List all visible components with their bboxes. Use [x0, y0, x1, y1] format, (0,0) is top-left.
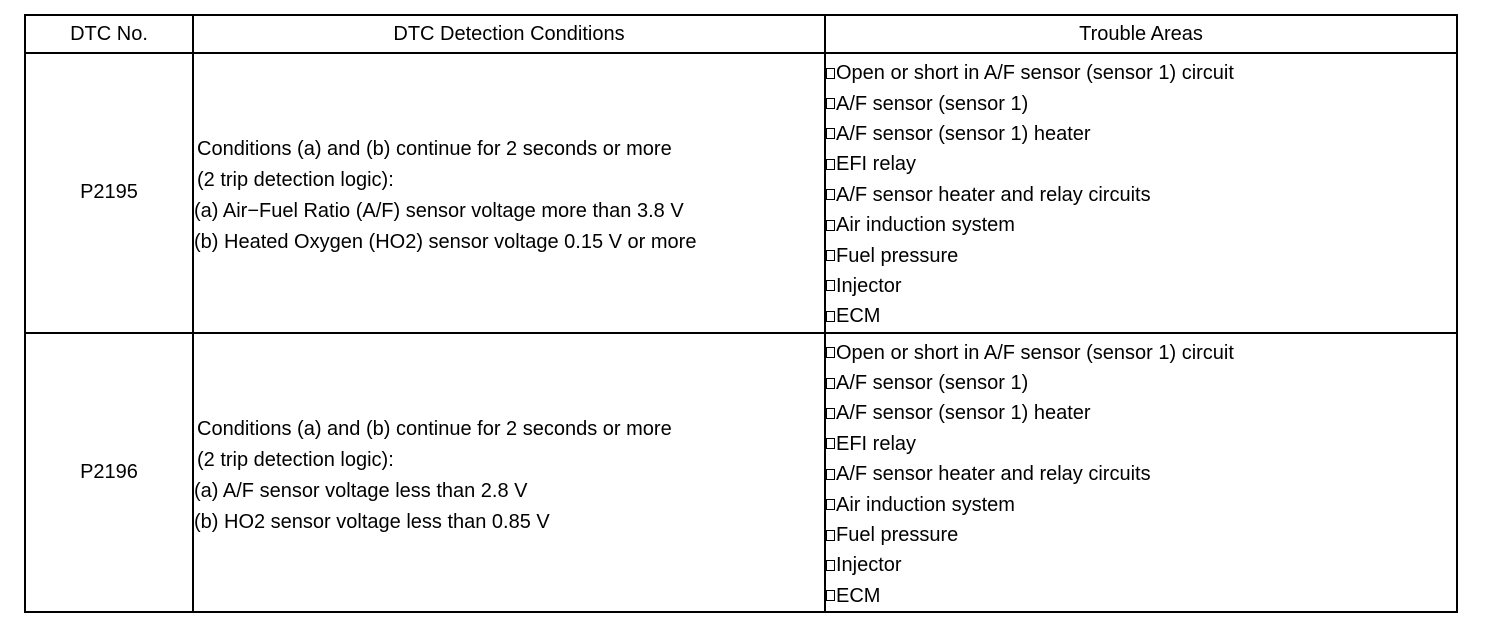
detection-conditions: Conditions (a) and (b) continue for 2 se…: [192, 331, 826, 614]
trouble-area-label: EFI relay: [836, 153, 917, 176]
list-item: A/F sensor (sensor 1): [826, 88, 1456, 118]
list-item: Injector: [826, 550, 1456, 580]
trouble-areas: Open or short in A/F sensor (sensor 1) c…: [824, 52, 1458, 334]
trouble-area-label: EFI relay: [836, 432, 917, 455]
table-row: P2196 Conditions (a) and (b) continue fo…: [24, 331, 1458, 614]
list-item: ECM: [826, 301, 1456, 331]
list-item: Fuel pressure: [826, 240, 1456, 270]
list-item: A/F sensor heater and relay circuits: [826, 459, 1456, 489]
header-dtc-no: DTC No.: [24, 14, 194, 54]
detection-conditions: Conditions (a) and (b) continue for 2 se…: [192, 52, 826, 334]
table-header-row: DTC No. DTC Detection Conditions Trouble…: [24, 14, 1458, 54]
checkbox-square-icon: [826, 499, 835, 511]
trouble-area-label: A/F sensor (sensor 1) heater: [836, 402, 1091, 425]
condition-line: (a) A/F sensor voltage less than 2.8 V: [194, 479, 528, 502]
checkbox-square-icon: [826, 347, 835, 359]
list-item: ECM: [826, 581, 1456, 611]
trouble-area-label: ECM: [836, 584, 881, 607]
checkbox-square-icon: [826, 438, 835, 450]
trouble-area-label: A/F sensor (sensor 1): [836, 92, 1029, 115]
checkbox-square-icon: [826, 250, 835, 262]
condition-line: (2 trip detection logic):: [197, 169, 394, 191]
condition-line: (a) Air−Fuel Ratio (A/F) sensor voltage …: [194, 200, 684, 222]
dtc-table: DTC No. DTC Detection Conditions Trouble…: [24, 14, 1458, 614]
checkbox-square-icon: [826, 529, 835, 541]
list-item: Open or short in A/F sensor (sensor 1) c…: [826, 58, 1456, 88]
checkbox-square-icon: [826, 128, 835, 140]
trouble-area-label: Injector: [836, 554, 902, 577]
header-trouble-areas: Trouble Areas: [824, 14, 1458, 54]
condition-line: (b) Heated Oxygen (HO2) sensor voltage 0…: [194, 231, 697, 253]
condition-line: Conditions (a) and (b) continue for 2 se…: [197, 138, 672, 160]
checkbox-square-icon: [826, 219, 835, 231]
checkbox-square-icon: [826, 158, 835, 170]
checkbox-square-icon: [826, 189, 835, 201]
trouble-area-label: Air induction system: [836, 493, 1015, 516]
condition-line: Conditions (a) and (b) continue for 2 se…: [197, 417, 672, 440]
checkbox-square-icon: [826, 377, 835, 389]
list-item: Injector: [826, 271, 1456, 301]
checkbox-square-icon: [826, 280, 835, 292]
trouble-area-label: Fuel pressure: [836, 524, 959, 547]
list-item: Air induction system: [826, 210, 1456, 240]
list-item: Open or short in A/F sensor (sensor 1) c…: [826, 338, 1456, 368]
dtc-code: P2196: [24, 331, 194, 614]
trouble-area-label: Open or short in A/F sensor (sensor 1) c…: [836, 341, 1234, 364]
list-item: Fuel pressure: [826, 520, 1456, 550]
trouble-area-label: Fuel pressure: [836, 244, 959, 267]
list-item: A/F sensor (sensor 1) heater: [826, 398, 1456, 428]
checkbox-square-icon: [826, 407, 835, 419]
trouble-area-label: A/F sensor (sensor 1): [836, 372, 1029, 395]
header-detection-conditions: DTC Detection Conditions: [192, 14, 826, 54]
checkbox-square-icon: [826, 468, 835, 480]
checkbox-square-icon: [826, 559, 835, 571]
trouble-areas: Open or short in A/F sensor (sensor 1) c…: [824, 331, 1458, 614]
trouble-area-label: A/F sensor (sensor 1) heater: [836, 122, 1091, 145]
dtc-code: P2195: [24, 52, 194, 334]
trouble-area-label: Injector: [836, 274, 902, 297]
trouble-area-label: Open or short in A/F sensor (sensor 1) c…: [836, 62, 1234, 85]
condition-line: (b) HO2 sensor voltage less than 0.85 V: [194, 510, 550, 533]
list-item: Air induction system: [826, 489, 1456, 519]
condition-line: (2 trip detection logic):: [197, 448, 394, 471]
trouble-area-label: Air induction system: [836, 214, 1015, 237]
list-item: EFI relay: [826, 429, 1456, 459]
trouble-area-label: A/F sensor heater and relay circuits: [836, 183, 1151, 206]
list-item: EFI relay: [826, 149, 1456, 179]
list-item: A/F sensor (sensor 1) heater: [826, 119, 1456, 149]
list-item: A/F sensor (sensor 1): [826, 368, 1456, 398]
checkbox-square-icon: [826, 98, 835, 110]
trouble-area-label: A/F sensor heater and relay circuits: [836, 463, 1151, 486]
list-item: A/F sensor heater and relay circuits: [826, 180, 1456, 210]
table-row: P2195 Conditions (a) and (b) continue fo…: [24, 52, 1458, 334]
trouble-area-label: ECM: [836, 305, 881, 328]
checkbox-square-icon: [826, 310, 835, 322]
checkbox-square-icon: [826, 590, 835, 602]
checkbox-square-icon: [826, 67, 835, 79]
